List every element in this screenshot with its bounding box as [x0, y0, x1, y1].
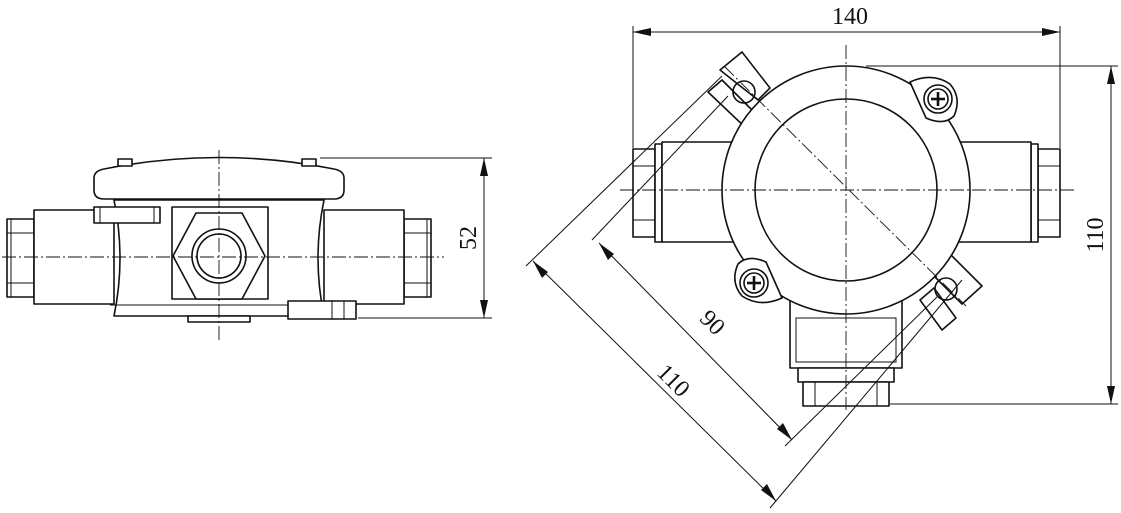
top-center-line-diag: [723, 65, 967, 307]
top-screw-upper-right: [909, 76, 958, 123]
side-view: [2, 150, 444, 340]
dim-side-height-label: 52: [456, 226, 482, 250]
dim-top-width: 140: [632, 4, 1061, 148]
top-lower-lug-hole: [934, 277, 958, 301]
side-left-gland: [6, 218, 35, 298]
top-right-gland: [1030, 143, 1061, 243]
side-front-gland: [171, 206, 269, 300]
dim-top-height: 110: [866, 65, 1118, 405]
side-lid-screw-left: [117, 158, 133, 167]
top-left-gland: [632, 143, 663, 243]
top-view: [620, 45, 1075, 410]
side-lid-screw-right: [301, 158, 317, 167]
dim-side-height: 52: [320, 157, 492, 319]
dim-top-width-label: 140: [832, 4, 868, 30]
side-latch: [93, 206, 161, 224]
dim-diag-inner-label: 90: [694, 305, 729, 340]
top-screw-lower-left: [734, 257, 783, 304]
dim-diag-outer-label: 110: [651, 359, 694, 402]
side-bottom-clip: [287, 300, 357, 320]
side-right-gland: [403, 218, 432, 298]
dim-top-height-label: 110: [1083, 217, 1109, 252]
top-upper-lug-hole: [732, 80, 756, 104]
